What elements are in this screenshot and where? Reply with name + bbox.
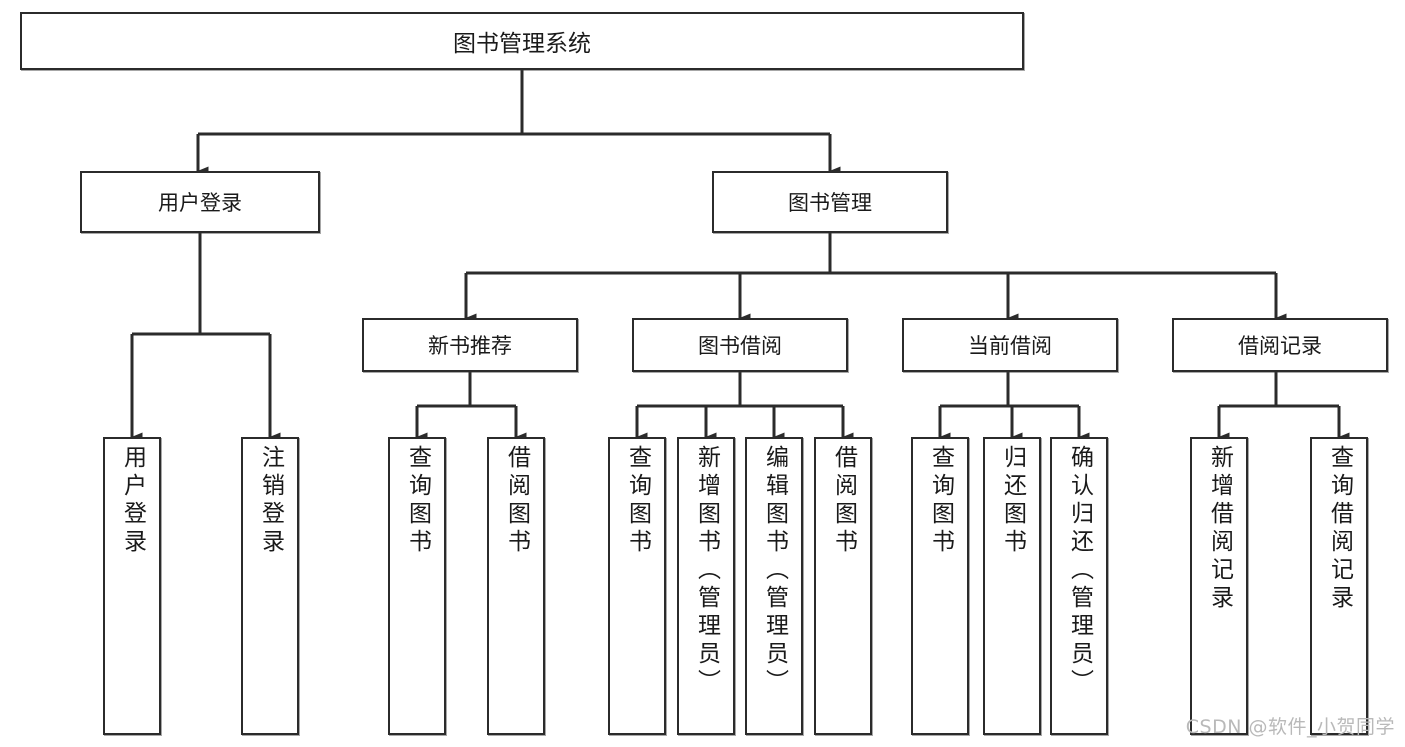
node-book-management[interactable]: 图书管理	[712, 171, 948, 233]
node-leaf-add-borrow-record[interactable]: 新增借阅记录	[1190, 437, 1248, 735]
node-leaf-query-book-2-label: 查询图书	[624, 445, 651, 557]
node-leaf-confirm-return-admin-label: 确认归还（管理员）	[1066, 445, 1093, 697]
node-user-login[interactable]: 用户登录	[80, 171, 320, 233]
node-leaf-query-borrow-record[interactable]: 查询借阅记录	[1310, 437, 1368, 735]
node-leaf-user-login-label: 用户登录	[119, 445, 146, 557]
node-leaf-add-book-admin[interactable]: 新增图书（管理员）	[677, 437, 735, 735]
node-new-book-recommend[interactable]: 新书推荐	[362, 318, 578, 372]
node-leaf-query-book-1[interactable]: 查询图书	[388, 437, 446, 735]
node-leaf-borrow-book-1[interactable]: 借阅图书	[487, 437, 545, 735]
node-leaf-query-borrow-record-label: 查询借阅记录	[1326, 445, 1353, 613]
node-book-borrow[interactable]: 图书借阅	[632, 318, 848, 372]
node-leaf-borrow-book-1-label: 借阅图书	[503, 445, 530, 557]
node-root-system[interactable]: 图书管理系统	[20, 12, 1024, 70]
node-user-login-label: 用户登录	[158, 191, 242, 215]
node-leaf-query-book-3[interactable]: 查询图书	[911, 437, 969, 735]
node-leaf-borrow-book-2[interactable]: 借阅图书	[814, 437, 872, 735]
node-leaf-query-book-3-label: 查询图书	[927, 445, 954, 557]
node-leaf-logout-label: 注销登录	[257, 445, 284, 557]
node-leaf-query-book-1-label: 查询图书	[404, 445, 431, 557]
node-leaf-query-book-2[interactable]: 查询图书	[608, 437, 666, 735]
connector-lines	[130, 70, 1350, 442]
node-leaf-add-borrow-record-label: 新增借阅记录	[1206, 445, 1233, 613]
node-leaf-borrow-book-2-label: 借阅图书	[830, 445, 857, 557]
node-leaf-edit-book-admin-label: 编辑图书（管理员）	[761, 445, 788, 697]
node-leaf-user-login[interactable]: 用户登录	[103, 437, 161, 735]
node-leaf-add-book-admin-label: 新增图书（管理员）	[693, 445, 720, 697]
node-leaf-logout[interactable]: 注销登录	[241, 437, 299, 735]
node-new-book-recommend-label: 新书推荐	[428, 334, 512, 358]
node-borrow-record-label: 借阅记录	[1238, 334, 1322, 358]
node-book-borrow-label: 图书借阅	[698, 334, 782, 358]
watermark-text: CSDN @软件_小贺同学	[1185, 716, 1395, 738]
node-leaf-return-book[interactable]: 归还图书	[983, 437, 1041, 735]
node-root-system-label: 图书管理系统	[453, 31, 591, 57]
node-book-management-label: 图书管理	[788, 191, 872, 215]
node-leaf-return-book-label: 归还图书	[999, 445, 1026, 557]
node-leaf-confirm-return-admin[interactable]: 确认归还（管理员）	[1050, 437, 1108, 735]
node-borrow-record[interactable]: 借阅记录	[1172, 318, 1388, 372]
node-current-borrow-label: 当前借阅	[968, 334, 1052, 358]
node-leaf-edit-book-admin[interactable]: 编辑图书（管理员）	[745, 437, 803, 735]
node-current-borrow[interactable]: 当前借阅	[902, 318, 1118, 372]
